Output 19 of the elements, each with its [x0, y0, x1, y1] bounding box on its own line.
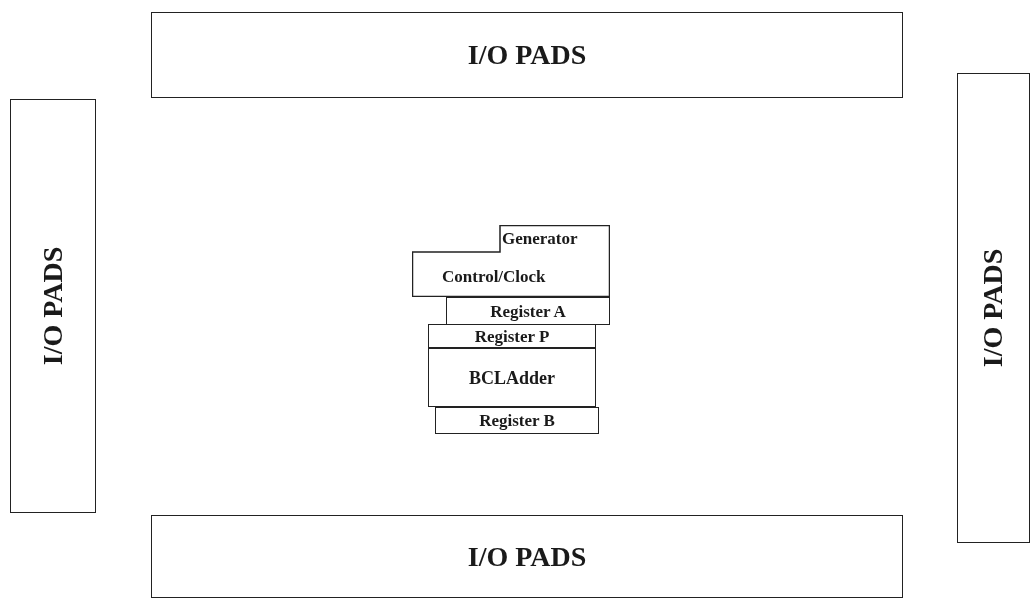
block-label: Register A	[490, 302, 566, 320]
block-label: Register P	[474, 327, 550, 345]
block-label: Control/Clock	[442, 268, 546, 285]
block-label: BCLAdder	[469, 368, 555, 387]
pad-ring-bar	[10, 99, 96, 513]
block-box	[446, 297, 610, 325]
pad-ring-bar	[151, 12, 903, 98]
block-box	[428, 348, 596, 407]
block-label: I/O PADS	[39, 246, 67, 366]
block-label: I/O PADS	[467, 41, 587, 69]
pad-ring-bar	[957, 73, 1030, 543]
block-outline	[412, 225, 610, 297]
block-label: Generator	[502, 230, 578, 247]
pad-ring-bar	[151, 515, 903, 598]
block-box	[435, 407, 599, 434]
block-label: I/O PADS	[467, 542, 587, 571]
block-label: Register B	[479, 412, 555, 429]
block-label: I/O PADS	[979, 248, 1008, 368]
block-box	[428, 324, 596, 348]
